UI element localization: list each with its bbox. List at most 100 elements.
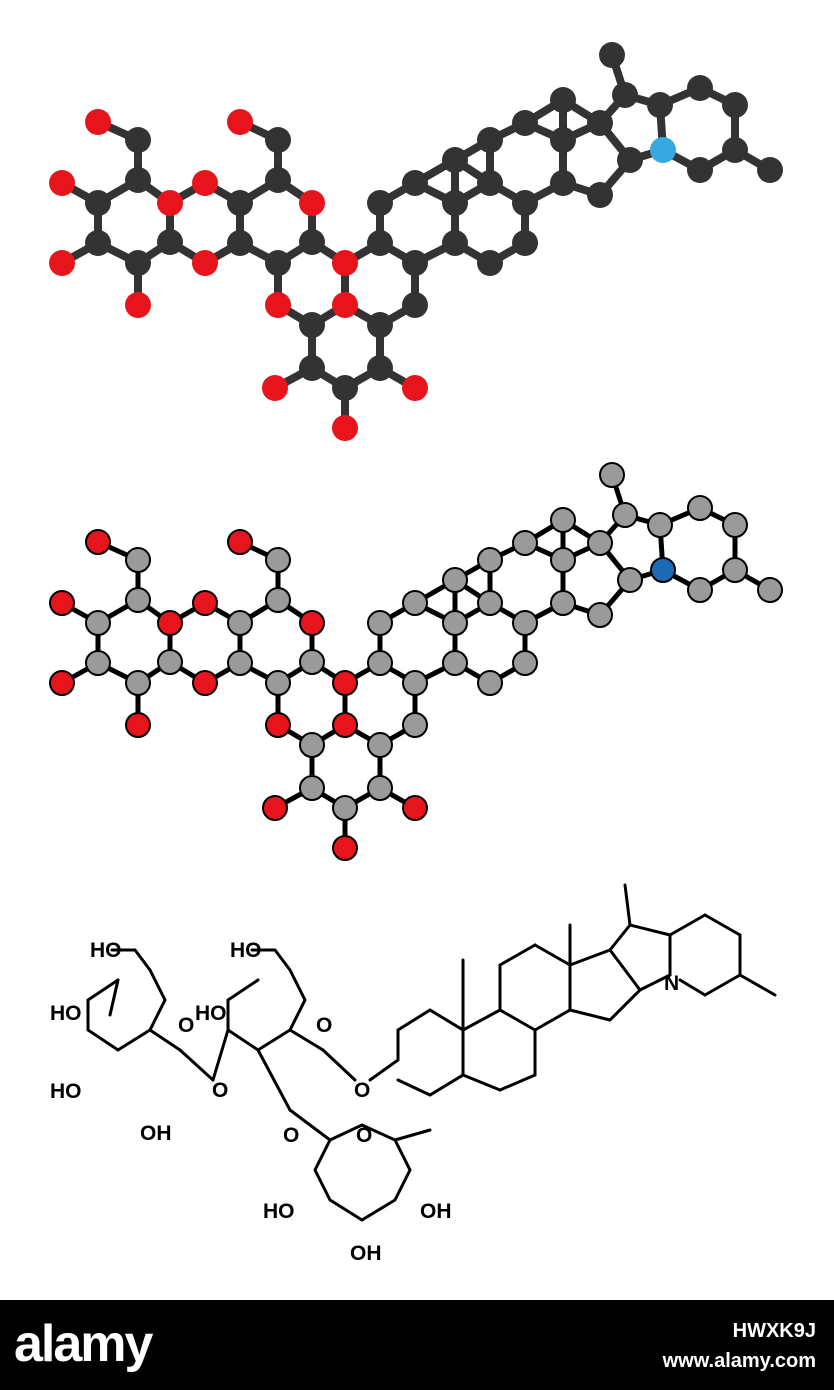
carbon-atom (125, 250, 151, 276)
carbon-atom (477, 250, 503, 276)
carbon-atom (512, 610, 538, 636)
carbon-atom (477, 127, 503, 153)
oxygen-atom (262, 795, 288, 821)
carbon-atom (227, 610, 253, 636)
label-oh-3: OH (350, 1242, 382, 1265)
carbon-atom (647, 512, 673, 538)
oxygen-atom (85, 529, 111, 555)
oxygen-atom (49, 250, 75, 276)
carbon-atom (299, 732, 325, 758)
carbon-atom (722, 512, 748, 538)
space-filling-model-dark (49, 42, 783, 441)
oxygen-atom (332, 292, 358, 318)
carbon-atom (550, 170, 576, 196)
label-oh-1: OH (140, 1122, 172, 1145)
oxygen-atom (227, 109, 253, 135)
carbon-atom (265, 670, 291, 696)
oxygen-atom (332, 712, 358, 738)
oxygen-atom (332, 670, 358, 696)
oxygen-atom (299, 190, 325, 216)
carbon-atom (587, 110, 613, 136)
oxygen-atom (125, 292, 151, 318)
carbon-atom (757, 577, 783, 603)
carbon-atom (367, 775, 393, 801)
carbon-atom (332, 375, 358, 401)
carbon-atom (442, 650, 468, 676)
carbon-atom (367, 355, 393, 381)
carbon-atom (265, 127, 291, 153)
carbon-atom (299, 229, 325, 255)
carbon-atom (367, 190, 393, 216)
carbon-atom (442, 610, 468, 636)
carbon-atom (512, 650, 538, 676)
carbon-atom (157, 649, 183, 675)
carbon-atom (402, 292, 428, 318)
carbon-atom (442, 147, 468, 173)
carbon-atom (512, 190, 538, 216)
carbon-atom (157, 229, 183, 255)
skeletal-formula (86, 883, 777, 1222)
carbon-atom (477, 670, 503, 696)
carbon-atom (477, 170, 503, 196)
carbon-atom (227, 650, 253, 676)
carbon-atom (550, 547, 576, 573)
carbon-atom (85, 190, 111, 216)
image-code: HWXK9J (732, 1320, 816, 1342)
label-ho-5: HO (195, 1002, 227, 1025)
carbon-atom (227, 190, 253, 216)
carbon-atom (512, 110, 538, 136)
oxygen-atom (332, 835, 358, 861)
carbon-atom (367, 312, 393, 338)
oxygen-atom (49, 590, 75, 616)
oxygen-atom (157, 610, 183, 636)
carbon-atom (402, 250, 428, 276)
label-o-3: O (316, 1014, 332, 1037)
watermark-footer: alamy HWXK9J www.alamy.com (0, 1300, 834, 1390)
carbon-atom (367, 650, 393, 676)
carbon-atom (442, 190, 468, 216)
carbon-atom (550, 127, 576, 153)
oxygen-atom (402, 795, 428, 821)
label-ho-6: HO (263, 1200, 295, 1223)
carbon-atom (687, 75, 713, 101)
oxygen-atom (192, 170, 218, 196)
oxygen-atom (265, 712, 291, 738)
carbon-atom (125, 670, 151, 696)
carbon-atom (265, 167, 291, 193)
carbon-atom (599, 462, 625, 488)
carbon-atom (617, 567, 643, 593)
carbon-atom (402, 712, 428, 738)
carbon-atom (402, 670, 428, 696)
carbon-atom (265, 587, 291, 613)
oxygen-atom (192, 250, 218, 276)
label-o-5: O (283, 1124, 299, 1147)
carbon-atom (125, 587, 151, 613)
oxygen-atom (192, 590, 218, 616)
carbon-atom (612, 82, 638, 108)
oxygen-atom (49, 170, 75, 196)
carbon-atom (722, 137, 748, 163)
label-n-1: N (664, 972, 679, 995)
label-ho-4: HO (230, 939, 262, 962)
carbon-atom (687, 577, 713, 603)
carbon-atom (227, 230, 253, 256)
oxygen-atom (299, 610, 325, 636)
carbon-atom (550, 590, 576, 616)
carbon-atom (442, 567, 468, 593)
carbon-atom (512, 230, 538, 256)
carbon-atom (512, 530, 538, 556)
oxygen-atom (265, 292, 291, 318)
carbon-atom (402, 590, 428, 616)
oxygen-atom (125, 712, 151, 738)
carbon-atom (477, 547, 503, 573)
carbon-atom (442, 230, 468, 256)
carbon-atom (299, 312, 325, 338)
label-ho-2: HO (50, 1002, 82, 1025)
ball-and-stick-model-light (49, 462, 783, 861)
oxygen-atom (332, 415, 358, 441)
carbon-atom (85, 610, 111, 636)
carbon-atom (477, 590, 503, 616)
carbon-atom (617, 147, 643, 173)
oxygen-atom (192, 670, 218, 696)
carbon-atom (367, 732, 393, 758)
